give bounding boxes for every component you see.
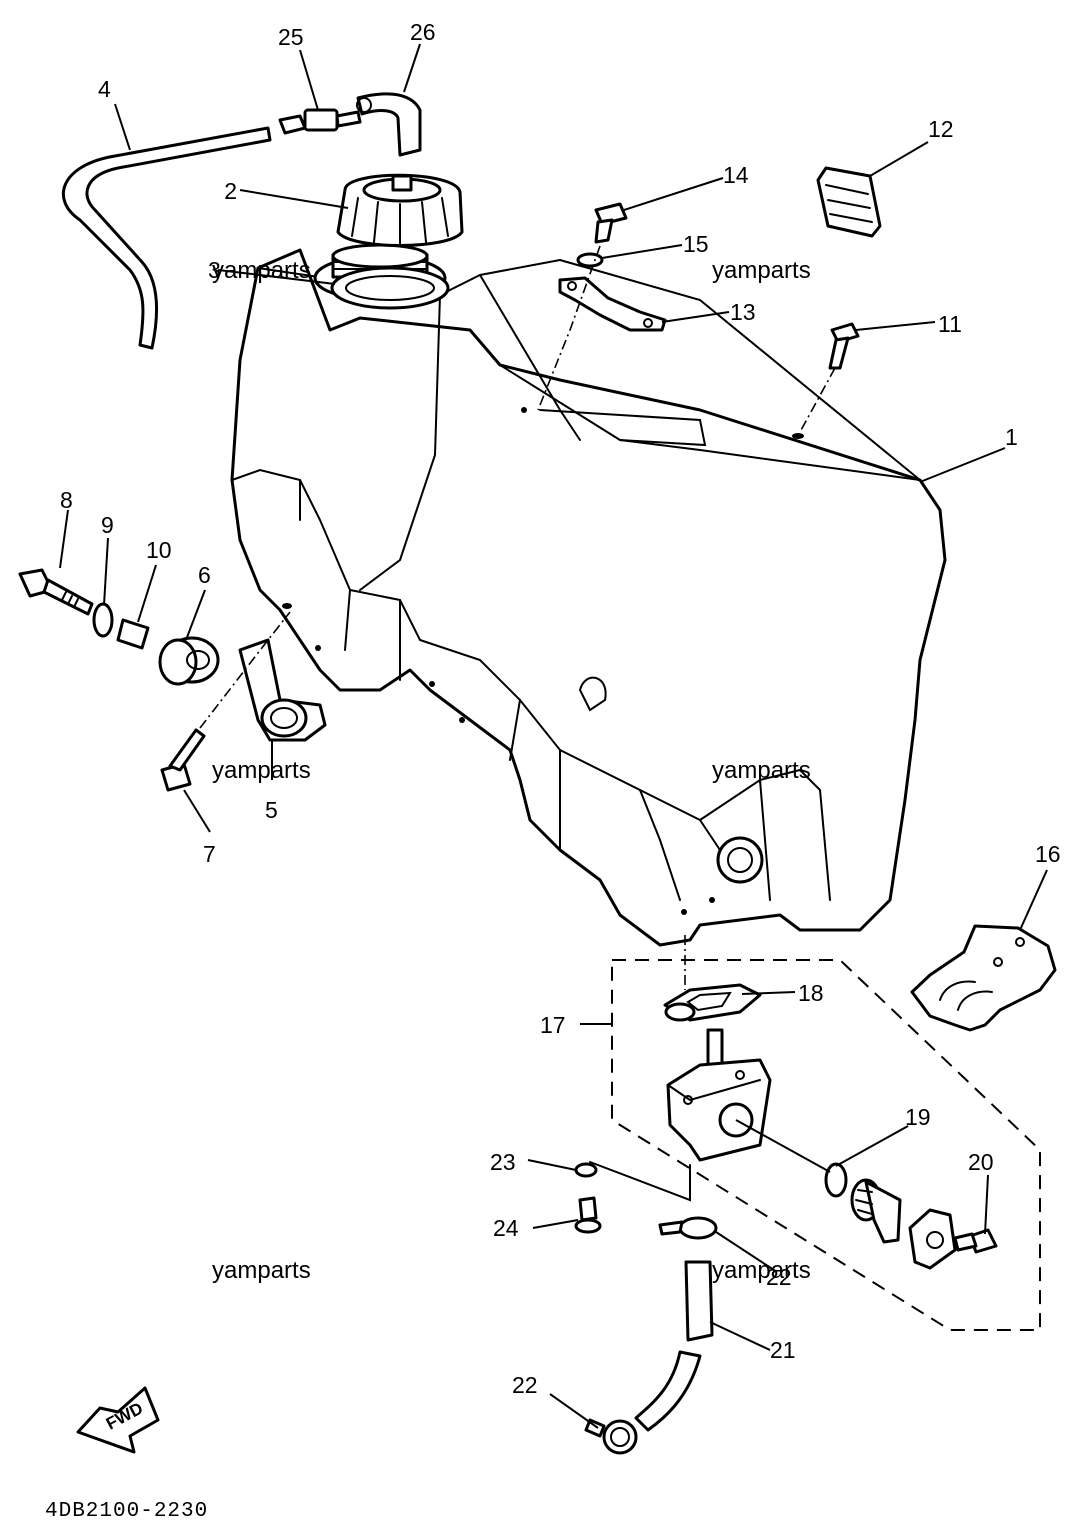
collar-10 xyxy=(116,618,150,650)
oring-19 xyxy=(824,1162,848,1198)
clip-22-upper xyxy=(658,1216,718,1240)
label-15: 15 xyxy=(683,231,709,257)
label-7: 7 xyxy=(203,841,216,867)
fuel-cock xyxy=(666,1028,772,1162)
label-3: 3 xyxy=(208,257,221,283)
bolt-8 xyxy=(18,568,94,616)
label-10: 10 xyxy=(146,537,172,563)
label-20: 20 xyxy=(968,1149,994,1175)
label-18: 18 xyxy=(798,980,824,1006)
label-2: 2 xyxy=(224,178,237,204)
screw-11 xyxy=(799,322,860,433)
washer-23 xyxy=(574,1162,598,1178)
washer-9 xyxy=(92,602,114,638)
fwd-arrow: FWD xyxy=(76,1386,160,1454)
label-16: 16 xyxy=(1035,841,1061,867)
watermarks: yamparts yamparts yamparts yamparts yamp… xyxy=(212,257,811,1284)
clip-22-lower xyxy=(584,1418,638,1455)
label-13: 13 xyxy=(730,299,756,325)
watermark: yamparts xyxy=(712,757,811,784)
label-6: 6 xyxy=(198,562,211,588)
label-11: 11 xyxy=(938,311,962,337)
label-8: 8 xyxy=(60,487,73,513)
plate-20 xyxy=(908,1208,957,1270)
cap-gasket xyxy=(330,266,450,310)
plate-13 xyxy=(558,276,667,332)
bolt-7 xyxy=(160,611,291,792)
screw-20 xyxy=(953,1228,998,1254)
label-25: 25 xyxy=(278,24,304,50)
watermark: yamparts xyxy=(712,1257,811,1284)
damper-12 xyxy=(816,166,882,238)
vent-hose xyxy=(356,92,422,157)
label-5: 5 xyxy=(265,797,278,823)
bracket-5 xyxy=(238,638,327,742)
lever xyxy=(850,1178,902,1244)
diagram-code: 4DB2100-2230 xyxy=(45,1500,208,1523)
gasket-18 xyxy=(663,983,762,1022)
label-24: 24 xyxy=(493,1215,519,1241)
label-19: 19 xyxy=(905,1104,931,1130)
label-1: 1 xyxy=(1005,424,1018,450)
label-12: 12 xyxy=(928,116,954,142)
breather-valve xyxy=(278,108,362,135)
label-21: 21 xyxy=(770,1337,796,1363)
part-number-labels: 1 2 3 4 5 6 7 8 9 10 11 12 13 14 15 16 1… xyxy=(60,19,1061,1398)
label-22-lower: 22 xyxy=(512,1372,538,1398)
breather-hose xyxy=(62,126,272,350)
watermark: yamparts xyxy=(712,257,811,284)
label-4: 4 xyxy=(98,76,111,102)
screw-24 xyxy=(574,1196,602,1234)
label-23: 23 xyxy=(490,1149,516,1175)
watermark: yamparts xyxy=(212,1257,311,1284)
washer-15 xyxy=(576,252,604,268)
label-17: 17 xyxy=(540,1012,566,1038)
damper-6 xyxy=(158,636,220,686)
label-9: 9 xyxy=(101,512,114,538)
cover-16 xyxy=(910,924,1057,1032)
watermark: yamparts xyxy=(212,257,311,284)
bolt-14 xyxy=(594,202,628,244)
fuel-hose-21 xyxy=(634,1260,714,1432)
label-22-upper: 22 xyxy=(766,1264,792,1290)
label-14: 14 xyxy=(723,162,749,188)
watermark: yamparts xyxy=(212,757,311,784)
label-26: 26 xyxy=(410,19,436,45)
fuel-cap xyxy=(336,173,464,247)
leader-lines xyxy=(59,43,1048,1429)
